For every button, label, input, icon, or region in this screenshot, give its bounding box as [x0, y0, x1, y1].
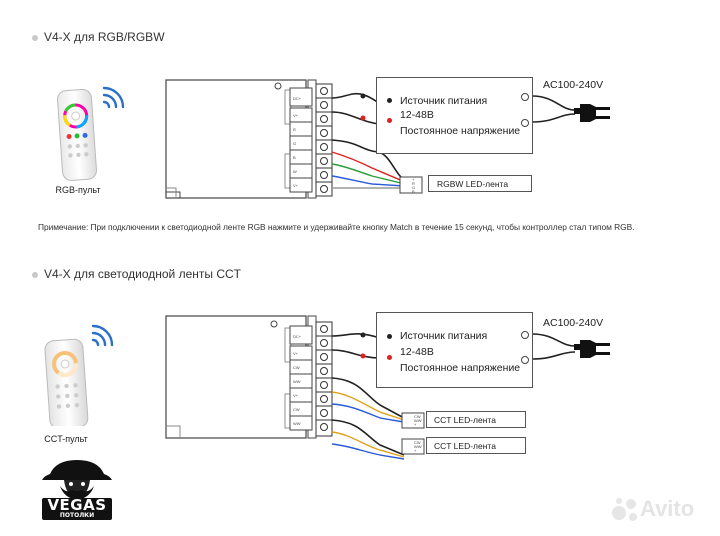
- svg-text:W: W: [293, 169, 297, 174]
- psu-ac-terminal: [521, 331, 529, 339]
- power-supply-2: Источник питания 12-48В Постоянное напря…: [376, 312, 533, 388]
- avito-watermark: Avito: [610, 494, 714, 524]
- psu1-line2: 12-48В: [400, 109, 434, 121]
- psu-ac-terminal: [521, 93, 529, 101]
- section-bullet: [32, 272, 38, 278]
- svg-text:CW: CW: [293, 407, 300, 412]
- wifi-icon: [102, 86, 125, 109]
- rgb-remote: [52, 80, 132, 184]
- svg-text:B: B: [293, 155, 296, 160]
- vegas-logo: VEGAS ПОТОЛКИ: [36, 446, 118, 524]
- ac-label-1: AC100-240V: [543, 79, 604, 91]
- psu-terminal-red: [387, 355, 392, 360]
- psu2-line1: Источник питания: [400, 330, 488, 342]
- svg-text:B: B: [412, 189, 415, 194]
- avito-text: Avito: [640, 496, 695, 521]
- rgbw-led-strip: RGBW LED-лента: [428, 175, 532, 192]
- cct-led-strip-1: CCT LED-лента: [426, 411, 526, 428]
- psu-terminal-black: [387, 334, 392, 339]
- psu2-line2: 12-48В: [400, 346, 434, 358]
- diagram1-title: V4-X для RGB/RGBW: [44, 30, 165, 44]
- svg-text:CW: CW: [414, 440, 421, 445]
- psu-ac-terminal: [521, 356, 529, 364]
- remote1-label: RGB-пульт: [55, 185, 101, 195]
- avito-dots-icon: [612, 498, 637, 521]
- strip1-label: RGBW LED-лента: [437, 178, 509, 189]
- svg-text:G: G: [293, 141, 296, 146]
- svg-text:V+: V+: [293, 113, 299, 118]
- diagram2-title: V4-X для светодиодной ленты CCT: [44, 267, 242, 281]
- power-plug-icon: [572, 96, 616, 130]
- section-bullet: [32, 35, 38, 41]
- svg-text:R: R: [293, 127, 296, 132]
- power-plug-icon: [572, 332, 616, 366]
- svg-text:CW: CW: [293, 365, 300, 370]
- svg-text:V+: V+: [293, 351, 299, 356]
- svg-text:+: +: [414, 448, 417, 453]
- svg-text:DC+: DC+: [293, 334, 302, 339]
- svg-text:+: +: [414, 422, 417, 427]
- svg-text:WW: WW: [293, 421, 301, 426]
- strip2b-label: CCT LED-лента: [434, 440, 496, 451]
- svg-text:G: G: [412, 185, 415, 190]
- psu2-line3: Постоянное напряжение: [400, 362, 521, 374]
- svg-text:R: R: [412, 181, 415, 186]
- psu-ac-terminal: [521, 119, 529, 127]
- strip2a-label: CCT LED-лента: [434, 414, 496, 425]
- svg-text:V+: V+: [293, 393, 299, 398]
- svg-text:WW: WW: [414, 418, 422, 423]
- logo-brand: VEGAS: [47, 496, 107, 514]
- controller-v4x: DC+ V+ CW WW V+ CW WW: [160, 310, 360, 444]
- svg-text:V+: V+: [293, 183, 299, 188]
- svg-text:CW: CW: [414, 414, 421, 419]
- note-text: Примечание: При подключении к светодиодн…: [38, 222, 635, 232]
- psu-terminal-red: [387, 118, 392, 123]
- svg-text:WW: WW: [414, 444, 422, 449]
- controller-v4x: DC+ V+ R G B W V+: [160, 74, 360, 204]
- logo-sub: ПОТОЛКИ: [59, 512, 95, 519]
- cct-remote: [35, 318, 115, 426]
- power-supply-1: Источник питания 12-48В Постоянное напря…: [376, 77, 533, 154]
- remote2-label: CCT-пульт: [44, 434, 88, 444]
- svg-text:WW: WW: [293, 379, 301, 384]
- psu1-line1: Источник питания: [400, 95, 488, 107]
- wifi-icon: [91, 324, 114, 347]
- svg-text:DC+: DC+: [293, 96, 302, 101]
- ac-label-2: AC100-240V: [543, 317, 604, 329]
- svg-text:+: +: [412, 177, 415, 182]
- psu1-line3: Постоянное напряжение: [400, 125, 521, 137]
- psu-terminal-black: [387, 98, 392, 103]
- cct-led-strip-2: CCT LED-лента: [426, 437, 526, 454]
